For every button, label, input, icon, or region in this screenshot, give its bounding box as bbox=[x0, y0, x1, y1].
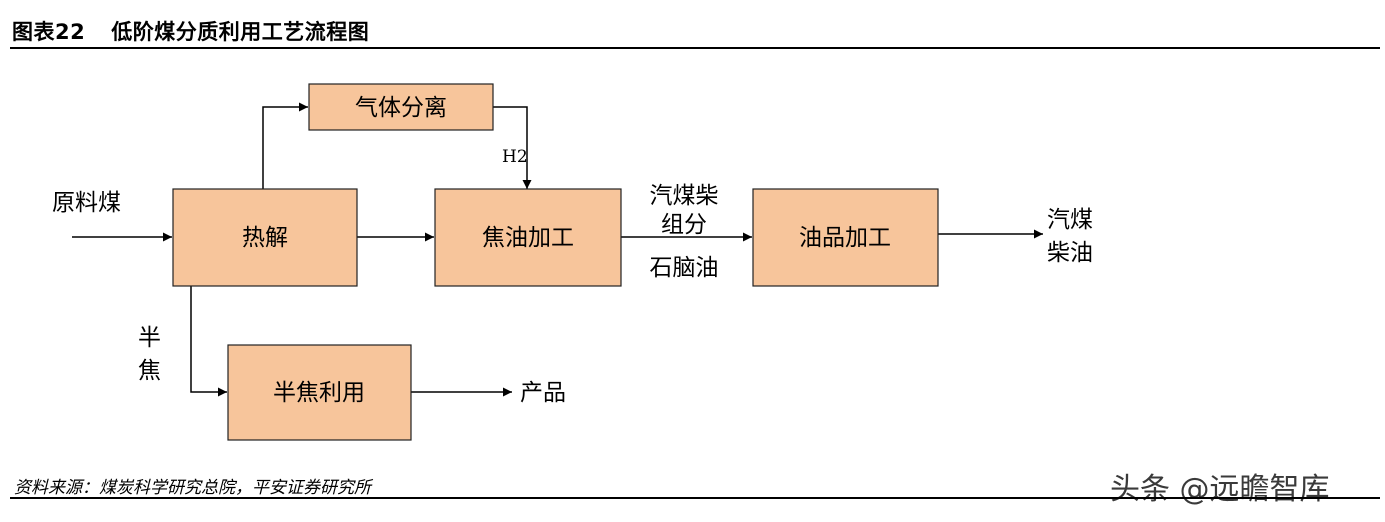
footer-rule bbox=[10, 497, 1380, 499]
node-tar-processing-label: 焦油加工 bbox=[482, 225, 574, 251]
raw-coal-label: 原料煤 bbox=[52, 190, 121, 216]
output-label-line2: 柴油 bbox=[1047, 240, 1093, 266]
node-semicoke-utilization: 半焦利用 bbox=[227, 344, 412, 441]
output-label-line1: 汽煤 bbox=[1047, 207, 1093, 233]
node-gas-separation: 气体分离 bbox=[308, 83, 494, 131]
node-tar-processing-box bbox=[434, 188, 622, 287]
node-oil-processing-box bbox=[752, 188, 939, 287]
figure-title-text: 低阶煤分质利用工艺流程图 bbox=[111, 20, 370, 44]
semicoke-label-line2: 焦 bbox=[138, 358, 161, 384]
fraction-label-line2: 组分 bbox=[661, 212, 707, 238]
pyrolysis-to-gas-arrow bbox=[262, 102, 308, 189]
node-pyrolysis-box bbox=[172, 188, 358, 287]
node-gas-separation-box bbox=[308, 83, 494, 131]
node-gas-separation-label: 气体分离 bbox=[355, 95, 447, 121]
node-oil-processing-label: 油品加工 bbox=[799, 225, 891, 251]
semicoke-label-line1: 半 bbox=[138, 325, 161, 351]
h2-label: H2 bbox=[502, 147, 528, 167]
pyrolysis-to-semicoke-arrow bbox=[190, 286, 227, 397]
source-note: 资料来源：煤炭科学研究总院，平安证券研究所 bbox=[14, 478, 371, 498]
connectors bbox=[72, 102, 1043, 397]
figure-number: 图表22 bbox=[12, 20, 86, 44]
figure-title: 图表22 低阶煤分质利用工艺流程图 bbox=[12, 16, 369, 46]
node-oil-processing: 油品加工 bbox=[752, 188, 939, 287]
node-pyrolysis: 热解 bbox=[172, 188, 358, 287]
node-semicoke-utilization-label: 半焦利用 bbox=[273, 380, 365, 406]
title-rule bbox=[10, 47, 1380, 49]
node-semicoke-utilization-box bbox=[227, 344, 412, 441]
product-label: 产品 bbox=[520, 380, 566, 406]
h2-arrow bbox=[493, 106, 532, 189]
naphtha-label: 石脑油 bbox=[650, 255, 719, 281]
node-tar-processing: 焦油加工 bbox=[434, 188, 622, 287]
node-pyrolysis-label: 热解 bbox=[242, 225, 288, 251]
watermark: 头条 @远瞻智库 bbox=[1110, 472, 1330, 507]
fraction-label-line1: 汽煤柴 bbox=[650, 183, 719, 209]
